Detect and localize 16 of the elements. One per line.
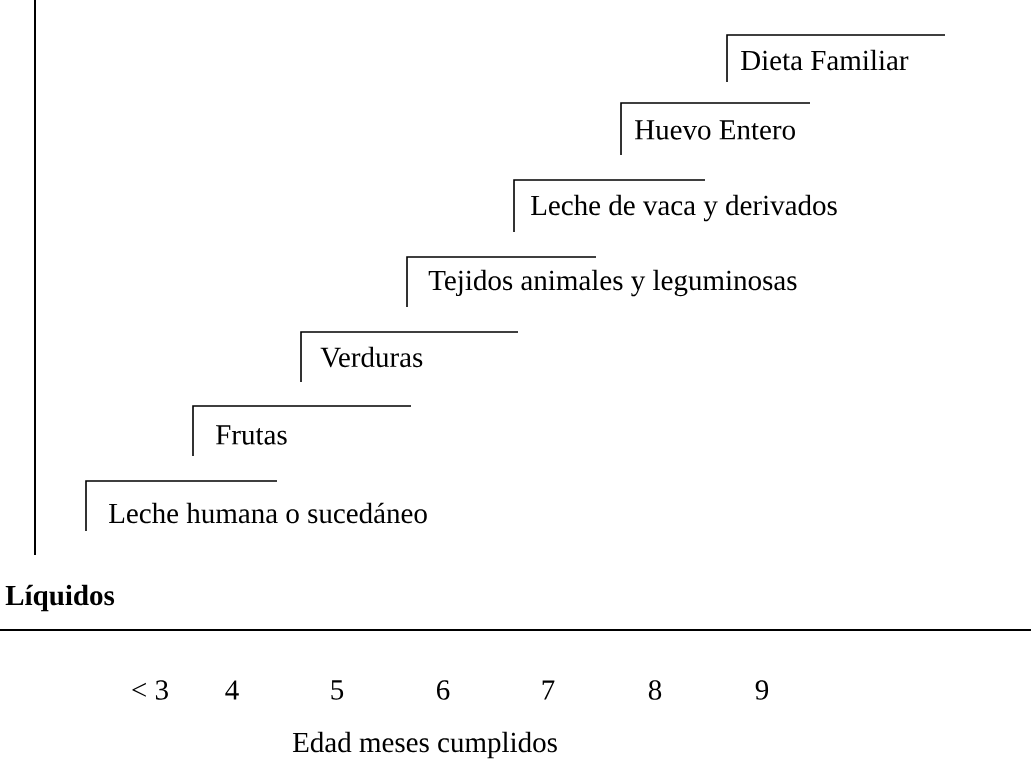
food-label: Frutas bbox=[216, 425, 287, 445]
food-label: Verduras bbox=[320, 346, 423, 368]
food-label: Tejidos animales y leguminosas bbox=[428, 269, 797, 297]
axis-title: Líquidos bbox=[5, 584, 115, 612]
food-label: Huevo Entero bbox=[635, 120, 795, 140]
tick-label: 5 bbox=[331, 680, 344, 700]
food-label: Leche humana o sucedáneo bbox=[109, 502, 427, 524]
tick-label: 7 bbox=[542, 680, 555, 700]
axis-label: Edad meses cumplidos bbox=[292, 731, 557, 759]
food-label: Dieta Familiar bbox=[741, 49, 909, 71]
tick-label: 9 bbox=[755, 680, 769, 700]
tick-label: 4 bbox=[225, 680, 239, 700]
tick-label: < 3 bbox=[132, 680, 168, 700]
tick-label: 6 bbox=[437, 680, 450, 700]
tick-label: 8 bbox=[648, 680, 662, 700]
food-label: Leche de vaca y derivados bbox=[531, 194, 837, 222]
